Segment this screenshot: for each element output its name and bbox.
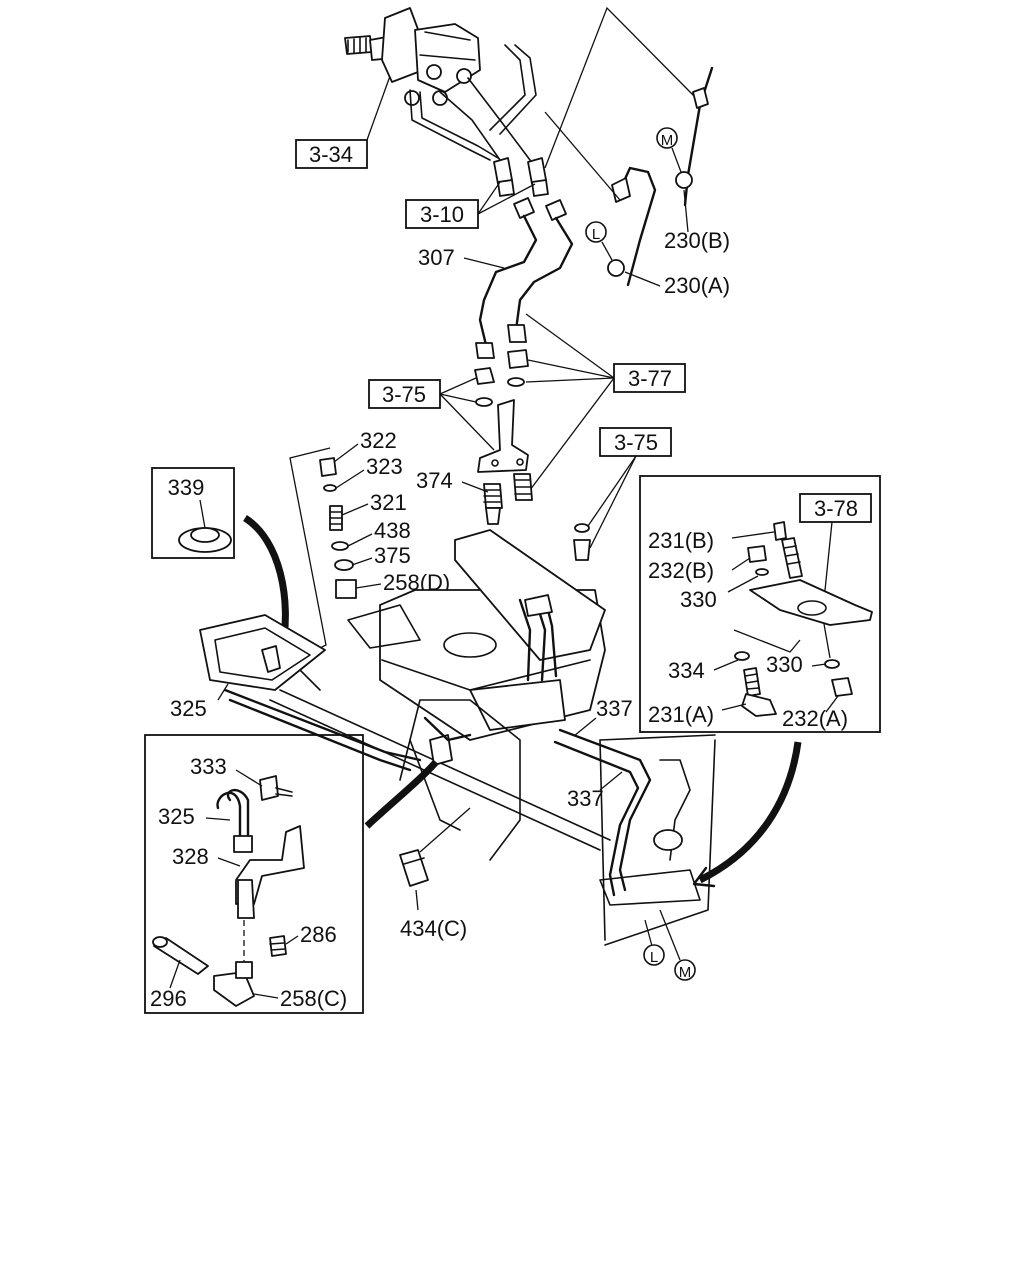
callout-337-a: 337 bbox=[596, 696, 633, 721]
callout-230a: 230(A) bbox=[664, 273, 730, 298]
callout-374: 374 bbox=[416, 468, 453, 493]
callout-258c: 258(C) bbox=[280, 986, 347, 1011]
callout-333: 333 bbox=[190, 754, 227, 779]
injection-pump bbox=[344, 7, 549, 197]
marker-m-top: M bbox=[661, 132, 674, 149]
ref-box-3-34: 3-34 bbox=[295, 75, 391, 169]
callout-339: 339 bbox=[168, 475, 205, 500]
ref-3-75-right-label: 3-75 bbox=[614, 430, 658, 455]
callout-375: 375 bbox=[374, 543, 411, 568]
ref-3-75-left-label: 3-75 bbox=[382, 382, 426, 407]
callout-322: 322 bbox=[360, 428, 397, 453]
inset-right-3-78: 3-78 231(B) 232(B) 330 334 330 231(A) bbox=[639, 475, 881, 733]
ref-box-3-77: 3-77 bbox=[525, 313, 686, 491]
pipe-230b: M 230(B) bbox=[656, 66, 730, 253]
marker-l-top: L bbox=[592, 226, 600, 243]
ref-3-78-label: 3-78 bbox=[814, 496, 858, 521]
bottom-markers: L M bbox=[643, 909, 696, 981]
callout-337-b: 337 bbox=[567, 786, 604, 811]
fitting-374: 374 bbox=[416, 468, 533, 525]
callout-323: 323 bbox=[366, 454, 403, 479]
marker-m-bottom: M bbox=[679, 964, 692, 981]
callout-286: 286 bbox=[300, 922, 337, 947]
ref-3-77-label: 3-77 bbox=[628, 366, 672, 391]
callout-434c: 434(C) bbox=[400, 916, 467, 941]
inset-lower-left: 333 325 328 286 296 258(C) bbox=[144, 734, 364, 1014]
ref-box-3-75-right: 3-75 bbox=[573, 427, 672, 561]
callout-231b: 231(B) bbox=[648, 528, 714, 553]
callout-230b: 230(B) bbox=[664, 228, 730, 253]
marker-l-bottom: L bbox=[650, 949, 658, 966]
callout-325-inset: 325 bbox=[158, 804, 195, 829]
callout-325-top: 325 bbox=[170, 696, 207, 721]
callout-296: 296 bbox=[150, 986, 187, 1011]
ref-box-3-10: 3-10 bbox=[405, 181, 536, 229]
callout-328: 328 bbox=[172, 844, 209, 869]
ref-3-34-label: 3-34 bbox=[309, 142, 353, 167]
callout-307: 307 bbox=[418, 245, 455, 270]
parts-stack-left: 322 323 321 438 375 258(D) bbox=[289, 428, 450, 661]
callout-232b: 232(B) bbox=[648, 558, 714, 583]
fittings-3-75-3-77 bbox=[474, 349, 529, 473]
ref-box-3-75-left: 3-75 bbox=[368, 377, 495, 451]
callout-232a: 232(A) bbox=[782, 706, 848, 731]
pipe-307: 307 bbox=[418, 197, 574, 359]
clip-434c: 434(C) bbox=[399, 807, 471, 941]
fuel-tank-frame bbox=[199, 529, 716, 946]
callout-321: 321 bbox=[370, 490, 407, 515]
inset-339: 339 bbox=[151, 467, 235, 559]
callout-330-a: 330 bbox=[680, 587, 717, 612]
callout-334: 334 bbox=[668, 658, 705, 683]
ref-3-10-label: 3-10 bbox=[420, 202, 464, 227]
pipe-230a: L 230(A) bbox=[544, 111, 730, 298]
callout-231a: 231(A) bbox=[648, 702, 714, 727]
callout-438: 438 bbox=[374, 518, 411, 543]
callout-330-b: 330 bbox=[766, 652, 803, 677]
